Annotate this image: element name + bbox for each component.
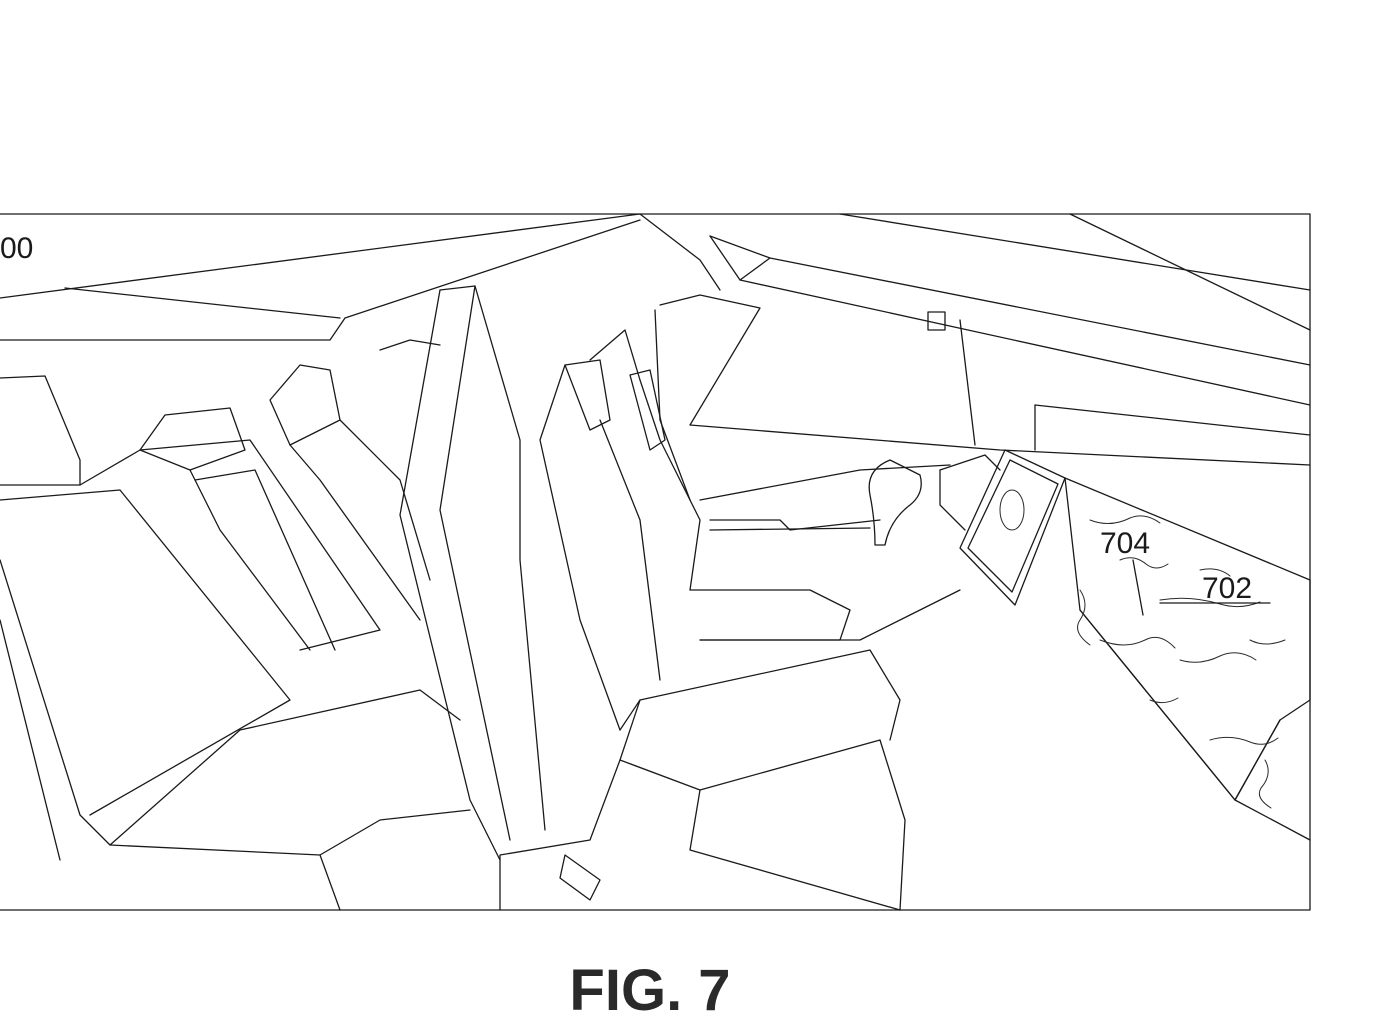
front-door (629, 294, 761, 501)
figure-frame (0, 213, 1311, 911)
display-screen (939, 449, 1066, 606)
frame-label: 00 (0, 232, 33, 265)
figure-caption: FIG. 7 (569, 958, 730, 1020)
dashboard-trim-panel (1064, 477, 1311, 841)
steering-control (709, 459, 922, 546)
reference-labels: 00 704 702 (0, 232, 1271, 616)
reference-label-702: 702 (1202, 572, 1252, 605)
leader-line-704 (1132, 559, 1144, 616)
reference-label-704: 704 (1100, 527, 1150, 560)
rear-right-seatback (269, 339, 441, 621)
front-seat (499, 329, 906, 911)
b-pillar (399, 285, 546, 861)
rear-bench-seat (0, 375, 471, 911)
roof-headliner (0, 213, 1311, 406)
